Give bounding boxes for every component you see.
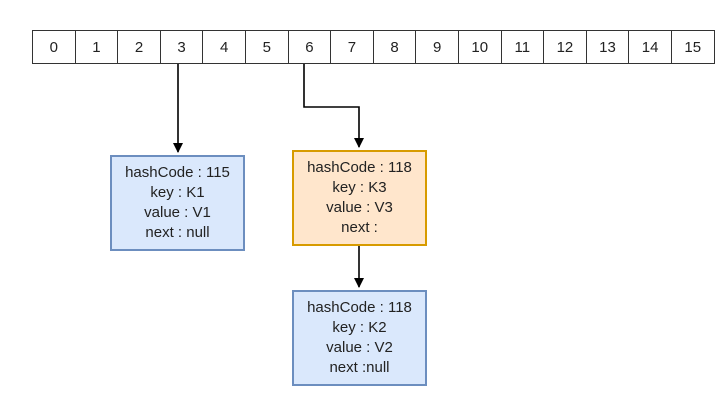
node-value: value : V3: [326, 199, 393, 216]
node-hashcode: hashCode : 118: [307, 159, 412, 176]
bucket-cell: 6: [288, 30, 332, 64]
bucket-cell: 13: [586, 30, 630, 64]
node-next: next :null: [329, 359, 390, 376]
entry-node-k3: hashCode : 118 key : K3 value : V3 next …: [292, 150, 427, 246]
bucket-cell: 3: [160, 30, 204, 64]
hash-bucket-array: 0 1 2 3 4 5 6 7 8 9 10 11 12 13 14 15: [32, 30, 715, 64]
bucket-cell: 8: [373, 30, 417, 64]
bucket-cell: 2: [118, 30, 161, 64]
edge-bucket6-to-node2: [303, 64, 364, 148]
bucket-cell: 11: [501, 30, 545, 64]
node-key: key : K1: [150, 184, 205, 201]
bucket-cell: 10: [458, 30, 502, 64]
node-value: value : V2: [326, 339, 393, 356]
node-hashcode: hashCode : 118: [307, 299, 412, 316]
entry-node-k1: hashCode : 115 key : K1 value : V1 next …: [110, 155, 245, 251]
node-value: value : V1: [144, 204, 211, 221]
bucket-cell: 14: [629, 30, 672, 64]
node-next: next : null: [145, 224, 210, 241]
bucket-cell: 5: [245, 30, 289, 64]
bucket-cell: 12: [544, 30, 587, 64]
node-key: key : K2: [332, 319, 387, 336]
bucket-cell: 0: [33, 30, 76, 64]
bucket-cell: 4: [203, 30, 246, 64]
bucket-cell: 1: [75, 30, 119, 64]
node-key: key : K3: [332, 179, 387, 196]
node-next: next :: [341, 219, 378, 236]
bucket-cell: 9: [416, 30, 459, 64]
node-hashcode: hashCode : 115: [125, 164, 230, 181]
bucket-cell: 15: [671, 30, 715, 64]
entry-node-k2: hashCode : 118 key : K2 value : V2 next …: [292, 290, 427, 386]
bucket-cell: 7: [331, 30, 374, 64]
